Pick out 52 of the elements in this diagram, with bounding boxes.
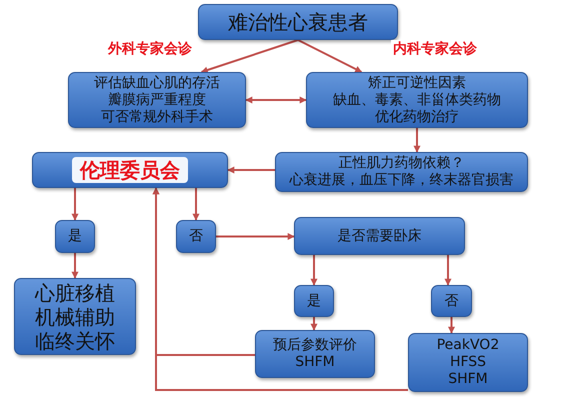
box-text: 正性肌力药物依赖？ <box>338 155 464 172</box>
box-text: 难治性心衰患者 <box>228 10 368 34</box>
arrow <box>310 317 318 331</box>
box-text: 瓣膜病严重程度 <box>108 92 206 108</box>
process-box <box>32 152 228 188</box>
arrow <box>444 255 452 286</box>
option-box <box>431 285 472 317</box>
arrow <box>298 39 362 73</box>
option-box <box>294 285 334 317</box>
box-text: PeakVO2 <box>436 337 500 354</box>
box-text: 心脏移植 <box>35 280 115 304</box>
process-box <box>198 4 398 40</box>
process-box <box>275 152 528 192</box>
box-text: 优化药物治疗 <box>375 108 459 126</box>
box-text: 预后参数评价 <box>273 337 357 354</box>
box-text: 心衰进展，血压下降，终末器官损害 <box>290 172 514 189</box>
process-box <box>306 72 528 128</box>
arrow <box>414 128 420 153</box>
box-text: 评估缺血心肌的存活 <box>94 74 220 92</box>
box-text: 缺血、毒素、非甾体类药物 <box>333 92 501 108</box>
box-text: 可否常规外科手术 <box>101 108 213 126</box>
process-box <box>68 72 246 128</box>
process-box <box>408 333 528 392</box>
arrow <box>72 188 78 221</box>
process-box <box>294 217 465 255</box>
box-text: HFSS <box>450 354 486 371</box>
process-box <box>255 330 375 378</box>
box-text: 临终关怀 <box>35 328 115 352</box>
box-text: 是否需要卧床 <box>338 228 422 244</box>
edge-label: 内科专家会诊 <box>391 40 479 58</box>
arrow <box>227 166 275 174</box>
arrow <box>216 233 295 240</box>
box-text: 是 <box>307 292 321 310</box>
option-box <box>55 220 95 253</box>
arrow <box>192 188 200 221</box>
arrow <box>310 255 318 286</box>
arrow <box>245 96 307 104</box>
box-text: SHFM <box>295 354 335 371</box>
arrow <box>72 253 78 279</box>
arrow <box>448 317 455 334</box>
edge-label: 外科专家会诊 <box>106 40 194 58</box>
box-text: 否 <box>444 292 458 310</box>
box-text: 伦理委员会 <box>72 157 188 183</box>
option-box <box>176 220 216 253</box>
box-text: 否 <box>189 228 203 245</box>
arrow <box>152 187 408 391</box>
box-text: 矫正可逆性因素 <box>368 74 466 92</box>
box-text: 是 <box>68 228 82 245</box>
process-box <box>14 278 136 355</box>
box-text: SHFM <box>448 371 488 388</box>
box-text: 机械辅助 <box>35 304 115 328</box>
arrow <box>200 39 298 74</box>
